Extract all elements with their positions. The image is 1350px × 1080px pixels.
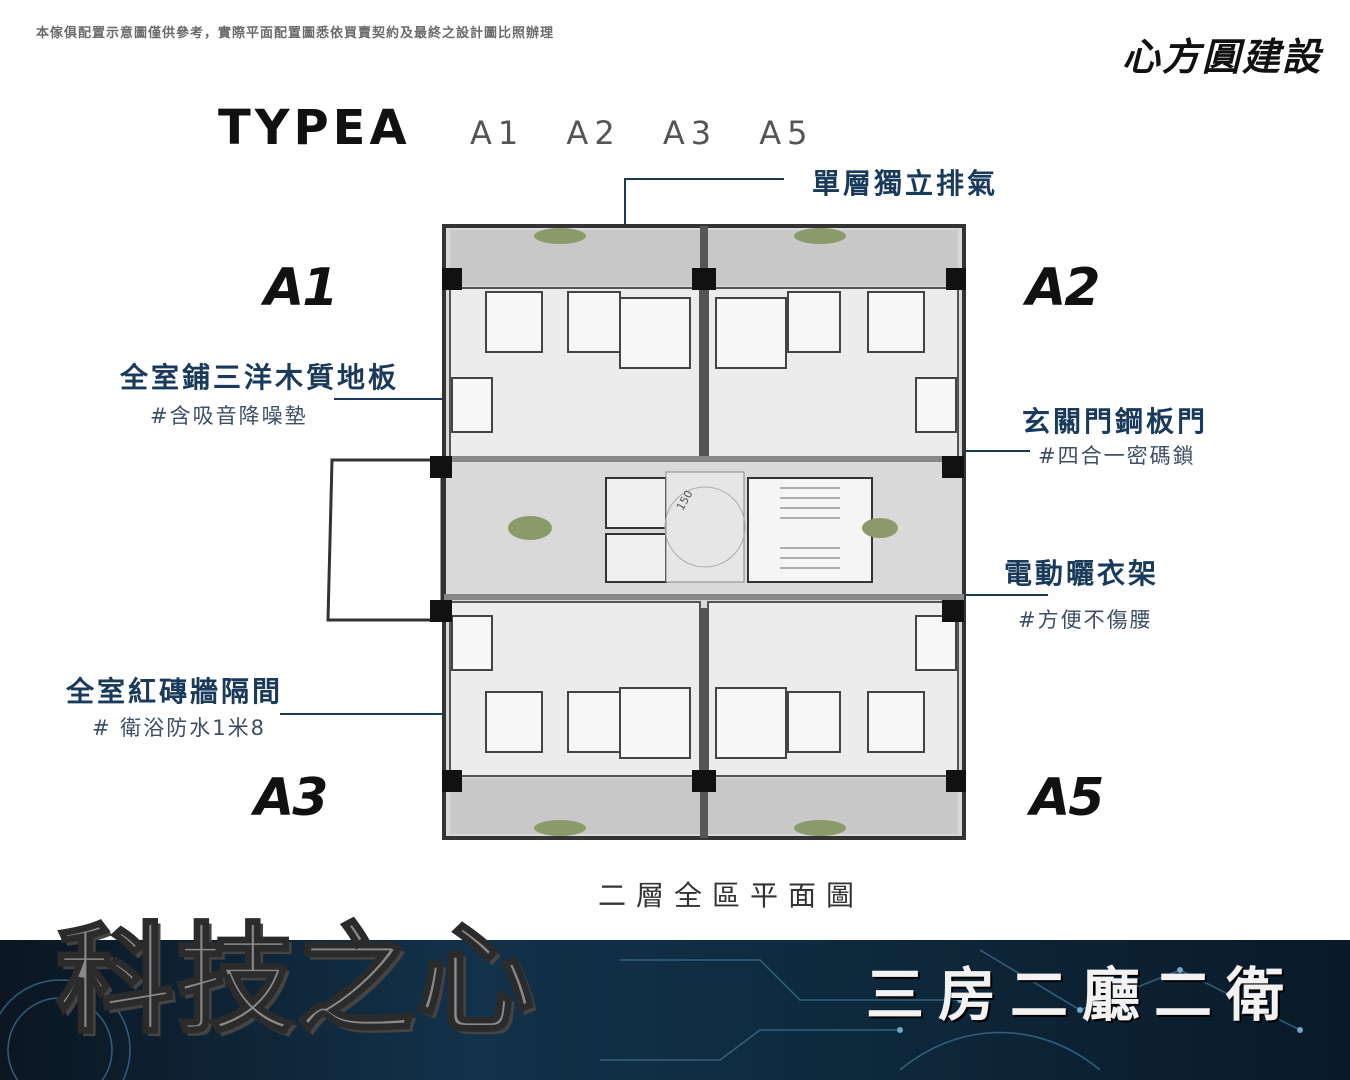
circuit-pattern [0, 949, 1303, 1080]
lobby [665, 471, 745, 583]
feature-flooring-sub: #含吸音降噪墊 [150, 404, 308, 428]
stairwell [747, 477, 873, 583]
feature-door-title: 玄關門鋼板門 [1022, 405, 1209, 438]
unit-label-a1: A1 [264, 258, 338, 318]
bottom-banner [0, 940, 1350, 1080]
type-title: TYPEA [218, 100, 411, 156]
feature-flooring-title: 全室鋪三洋木質地板 [120, 361, 400, 394]
exhaust-leader-drop [624, 178, 626, 226]
feature-wall-title: 全室紅磚牆隔間 [66, 675, 284, 708]
elevator-2 [605, 533, 667, 583]
slogan: 科技之心 [54, 910, 537, 1051]
type-units: A1 A2 A3 A5 [470, 114, 814, 152]
wall-leader-line [280, 713, 442, 715]
feature-door-sub: #四合一密碼鎖 [1038, 444, 1196, 468]
room-layout-text: 三房二廳二衛 [865, 961, 1298, 1029]
elevator-1 [605, 477, 667, 529]
floor-plan: 150 [326, 224, 966, 840]
flooring-leader-line [334, 398, 494, 400]
feature-wall-sub: # 衛浴防水1米8 [92, 716, 266, 740]
unit-label-a5: A5 [1030, 768, 1104, 828]
feature-drying-sub: #方便不傷腰 [1018, 608, 1153, 632]
feature-drying-title: 電動曬衣架 [1004, 557, 1160, 590]
disclaimer-text: 本傢俱配置示意圖僅供參考，實際平面配置圖悉依買賣契約及最終之設計圖比照辦理 [36, 26, 555, 41]
side-terrace [326, 458, 444, 622]
brand-logo: 心方圓建設 [1121, 34, 1322, 79]
plan-caption: 二層全區平面圖 [598, 879, 865, 912]
exhaust-leader-line [624, 178, 784, 180]
unit-label-a2: A2 [1026, 258, 1100, 318]
unit-label-a3: A3 [254, 768, 328, 828]
drying-leader-line [912, 594, 1048, 596]
feature-exhaust-title: 單層獨立排氣 [812, 167, 999, 200]
